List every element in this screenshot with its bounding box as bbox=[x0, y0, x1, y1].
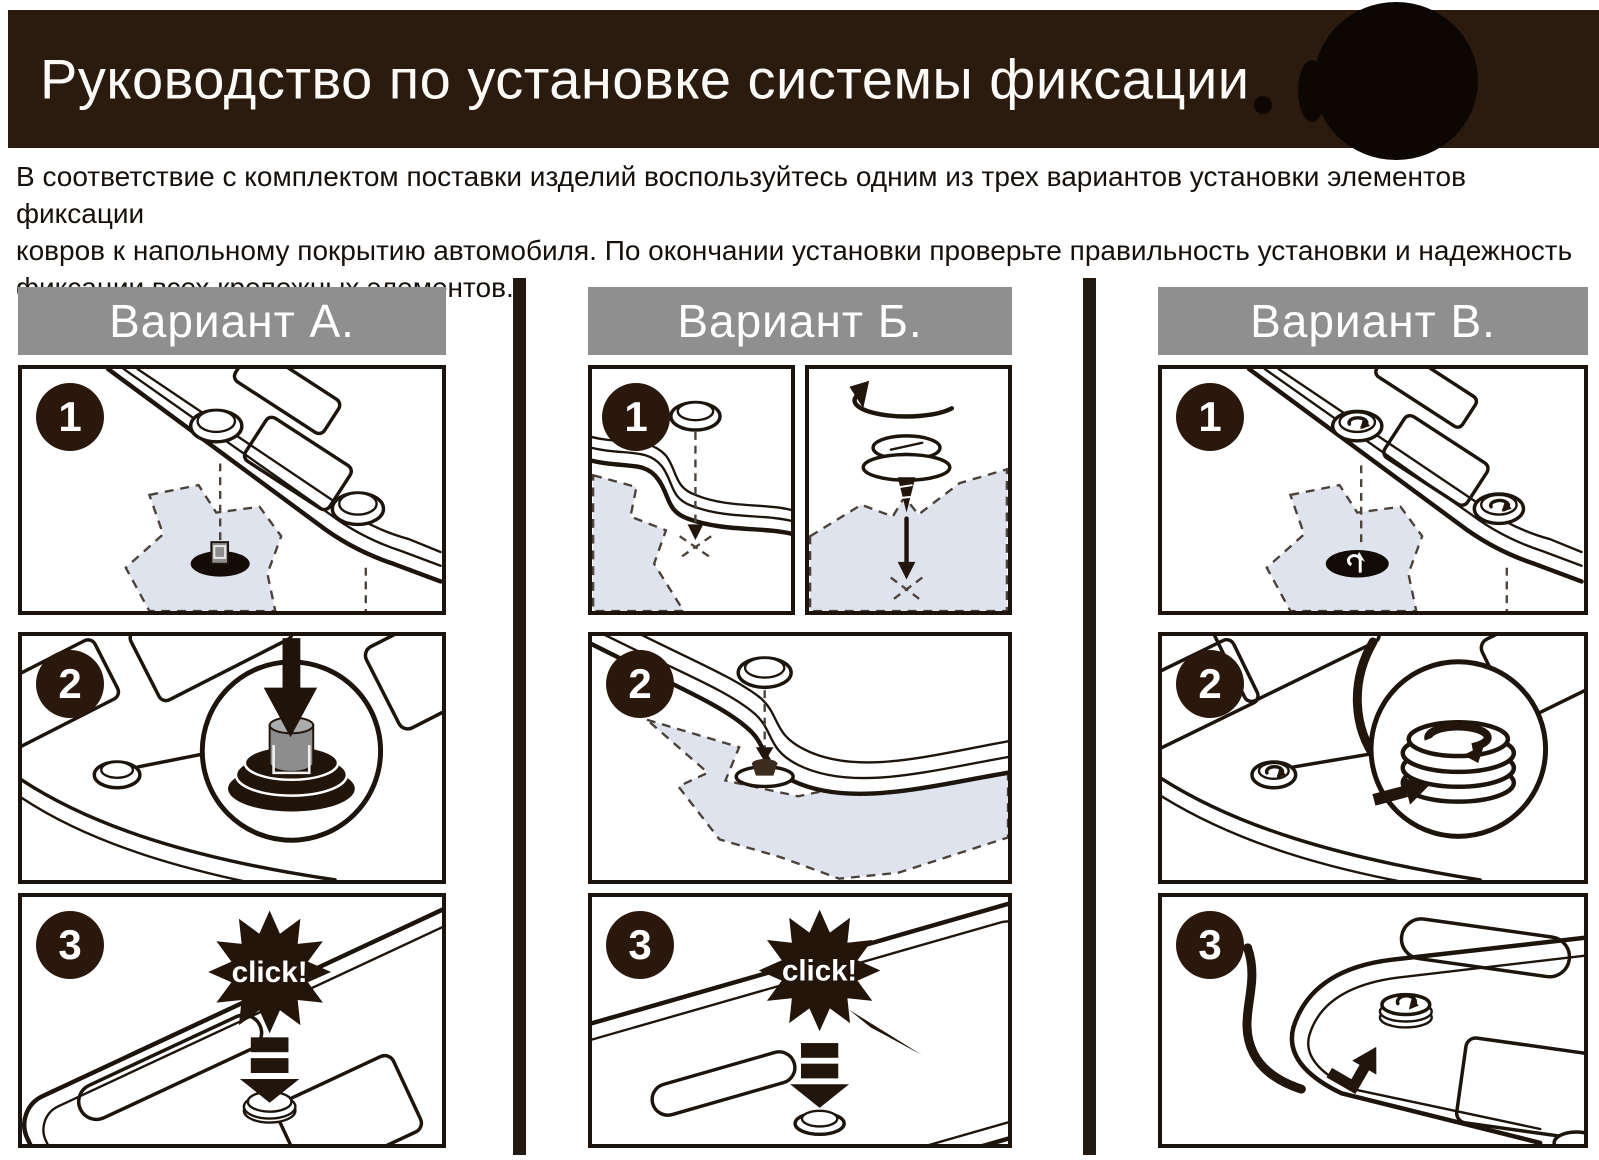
mat-slot-hole bbox=[650, 1050, 797, 1117]
variant-b-step-1-left-panel: 1 bbox=[588, 365, 795, 615]
header-band: Руководство по установке системы фиксаци… bbox=[8, 2, 1599, 160]
variant-c-banner: Вариант В. bbox=[1158, 287, 1588, 355]
variant-b-label: Вариант Б. bbox=[677, 295, 923, 347]
diagram-b3-click: click! bbox=[592, 901, 1008, 1144]
step-number: 2 bbox=[1198, 660, 1222, 707]
mat-slot-hole bbox=[1399, 917, 1572, 979]
mat-hole bbox=[363, 636, 442, 731]
position-cross-mark bbox=[679, 535, 712, 559]
variant-a-label: Вариант А. bbox=[109, 295, 355, 347]
variant-b-step-2-panel: 2 bbox=[588, 632, 1012, 884]
variant-b-step-3-panel: 3 click! bbox=[588, 893, 1012, 1148]
variant-b-step-1-right-panel bbox=[805, 365, 1012, 615]
mat-hole bbox=[1374, 369, 1479, 429]
magnifier-leader-line bbox=[1291, 751, 1378, 769]
carpet-anchor-hole bbox=[1325, 550, 1389, 578]
step-badge: 2 bbox=[606, 650, 674, 718]
mat-hole bbox=[232, 369, 342, 436]
hook-icon bbox=[1346, 554, 1362, 573]
title-period-dot bbox=[1254, 96, 1272, 114]
step-badge: 2 bbox=[36, 650, 104, 718]
mat-hole bbox=[1162, 637, 1260, 756]
step-number: 3 bbox=[58, 921, 82, 968]
step-badge: 1 bbox=[602, 383, 670, 451]
step-badge: 3 bbox=[1176, 911, 1244, 979]
mat-slot-hole bbox=[76, 1013, 264, 1122]
step-number: 1 bbox=[624, 393, 648, 440]
mat-hole bbox=[22, 638, 121, 752]
carpet-patch bbox=[124, 483, 283, 611]
click-starburst-icon: click! bbox=[758, 909, 922, 1055]
diagram-a1-mat-over-carpet bbox=[105, 369, 442, 611]
mat-edge-outline bbox=[592, 458, 791, 536]
mat-hole bbox=[274, 1053, 424, 1144]
step-badge: 1 bbox=[36, 383, 104, 451]
column-divider-2 bbox=[1083, 278, 1096, 1155]
diagram-b1-screw-in bbox=[809, 380, 1008, 611]
variant-a-step-2-panel: 2 bbox=[18, 632, 446, 884]
mat-hole bbox=[242, 415, 353, 512]
logo-blob-icon bbox=[1314, 2, 1478, 160]
carpet-patch bbox=[646, 718, 1008, 880]
variant-c-step-3-panel: 3 bbox=[1158, 893, 1588, 1148]
intro-line-1: В соответствие с комплектом поставки изд… bbox=[16, 161, 1466, 229]
variant-b-banner: Вариант Б. bbox=[588, 287, 1012, 355]
arrowhead-icon bbox=[755, 747, 774, 762]
carpet-patch bbox=[1265, 483, 1424, 611]
mat-edge-outline bbox=[1246, 369, 1584, 584]
mat-hole bbox=[1382, 413, 1490, 507]
step-badge: 3 bbox=[36, 911, 104, 979]
diagram-a3-click: click! bbox=[22, 897, 442, 1144]
mat-surface bbox=[1291, 937, 1584, 1143]
variant-a-banner: Вариант А. bbox=[18, 287, 446, 355]
step-number: 1 bbox=[1198, 393, 1222, 440]
intro-paragraph: В соответствие с комплектом поставки изд… bbox=[16, 158, 1591, 306]
mat-edge-outline bbox=[1162, 776, 1482, 880]
strap-curve bbox=[1242, 943, 1306, 1094]
press-arrow-icon bbox=[282, 638, 301, 692]
mat-surface bbox=[592, 637, 1008, 794]
variant-c-step-2-panel: 2 bbox=[1158, 632, 1588, 884]
step-number: 2 bbox=[628, 660, 652, 707]
mat-edge-outline bbox=[1289, 935, 1584, 1144]
mat-hole bbox=[1454, 1036, 1584, 1144]
diagram-c3-hook-strap bbox=[1242, 917, 1584, 1144]
push-turn-arrow-icon bbox=[1372, 777, 1430, 806]
column-divider-1 bbox=[513, 278, 526, 1155]
twist-lock-fastener-icon bbox=[1552, 1130, 1584, 1144]
intro-line-2: ковров к напольному покрытию автомобиля.… bbox=[16, 235, 1573, 266]
arrowhead-icon bbox=[687, 524, 704, 541]
step-badge: 1 bbox=[1176, 383, 1244, 451]
mat-hole bbox=[128, 636, 294, 703]
click-label: click! bbox=[782, 954, 857, 987]
push-arrow-icon bbox=[800, 1043, 839, 1058]
step-badge: 2 bbox=[1176, 650, 1244, 718]
step-number: 1 bbox=[58, 393, 82, 440]
mat-edge-outline bbox=[105, 369, 442, 584]
step-number: 2 bbox=[58, 660, 82, 707]
click-starburst-icon: click! bbox=[208, 910, 332, 1034]
step-number: 3 bbox=[1198, 921, 1222, 968]
mat-edge-outline bbox=[22, 778, 337, 880]
step-badge: 3 bbox=[606, 911, 674, 979]
diagram-c2-twist-lock bbox=[1162, 636, 1584, 880]
diagram-a2-press-snap bbox=[22, 636, 442, 880]
rotation-arrow-icon bbox=[852, 390, 954, 419]
click-label: click! bbox=[232, 956, 308, 989]
variant-a-step-1-panel: 1 bbox=[18, 365, 446, 615]
rotation-arrow-icon bbox=[1424, 722, 1492, 751]
carpet-patch bbox=[592, 473, 686, 611]
variant-c-label: Вариант В. bbox=[1250, 295, 1496, 347]
step-number: 3 bbox=[628, 921, 652, 968]
page-title: Руководство по установке системы фиксаци… bbox=[40, 47, 1250, 111]
diagram-b2-align-button bbox=[592, 636, 1008, 880]
position-cross-mark bbox=[890, 576, 923, 603]
variant-a-step-3-panel: 3 click! bbox=[18, 893, 446, 1148]
variant-b-step-1-row: 1 bbox=[588, 365, 1012, 615]
push-arrow-icon bbox=[250, 1037, 289, 1053]
diagram-c1-mat-over-carpet bbox=[1246, 369, 1584, 611]
variant-c-step-1-panel: 1 bbox=[1158, 365, 1588, 615]
hook-arrow-icon bbox=[1326, 1046, 1377, 1095]
